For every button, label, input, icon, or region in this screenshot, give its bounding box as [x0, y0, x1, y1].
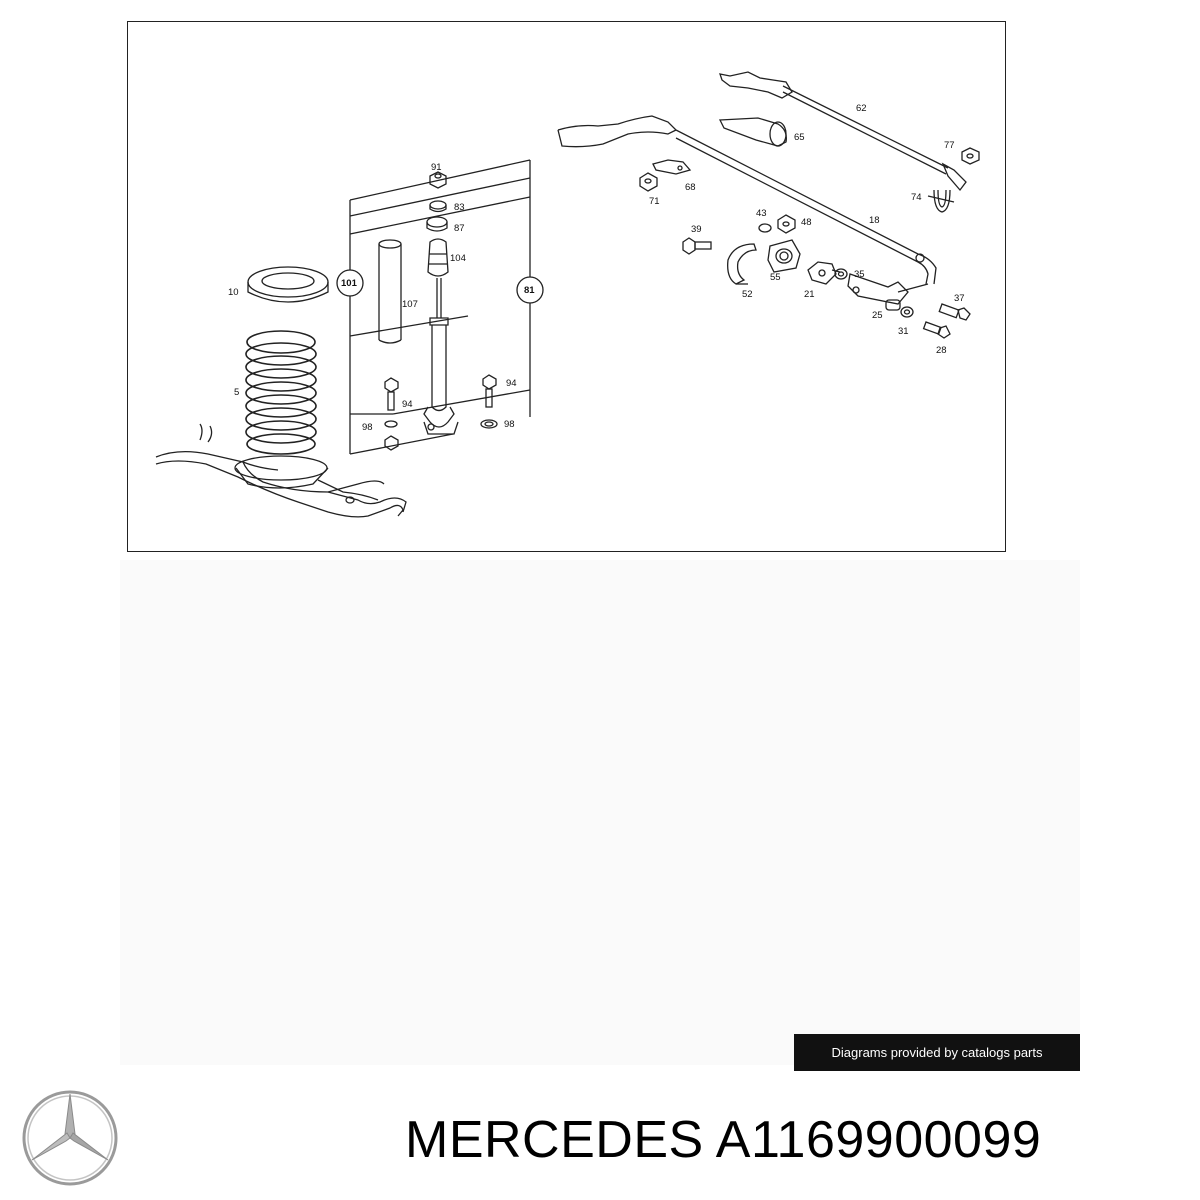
bolt-39 [682, 237, 712, 255]
lower-control-arm [155, 423, 407, 518]
label-28: 28 [936, 345, 947, 356]
nut-35 [834, 268, 848, 280]
credit-badge: Diagrams provided by catalogs parts [794, 1034, 1080, 1071]
label-35: 35 [854, 269, 865, 280]
clip-68 [652, 159, 692, 175]
suspension-diagram-svg: 10 5 91 83 87 104 107 94 94 98 98 62 65 … [155, 71, 980, 518]
nut-77 [961, 147, 980, 165]
nut-71 [639, 172, 658, 192]
bushing-65 [718, 117, 787, 147]
upper-mount-parts [426, 171, 449, 277]
washer-31 [900, 306, 914, 318]
label-48: 48 [801, 217, 812, 228]
bolts-washers [384, 374, 498, 451]
parts-diagram: 10 5 91 83 87 104 107 94 94 98 98 62 65 … [127, 21, 1006, 552]
label-101: 101 [341, 278, 358, 289]
nut-48 [777, 214, 796, 234]
label-65: 65 [794, 132, 805, 143]
shock-absorber [423, 278, 459, 435]
label-31: 31 [898, 326, 909, 337]
label-77: 77 [944, 140, 955, 151]
bushing-25 [885, 299, 901, 311]
coil-spring [245, 330, 317, 455]
label-10: 10 [228, 287, 239, 298]
label-83: 83 [454, 202, 465, 213]
label-98b: 98 [504, 419, 515, 430]
label-43: 43 [756, 208, 767, 219]
label-94a: 94 [402, 399, 413, 410]
spring-seat-ring [247, 266, 329, 303]
label-104: 104 [450, 253, 466, 264]
label-55: 55 [770, 272, 781, 283]
stabilizer-bar [557, 115, 937, 305]
link-arm [719, 71, 967, 192]
label-68: 68 [685, 182, 696, 193]
part-number-title: MERCEDES A1169900099 [405, 1111, 1042, 1169]
shock-group-frame [349, 159, 531, 455]
label-74: 74 [911, 192, 922, 203]
label-25: 25 [872, 310, 883, 321]
label-37: 37 [954, 293, 965, 304]
label-21: 21 [804, 289, 815, 300]
bolt-37 [938, 303, 971, 321]
part-labels: 10 5 91 83 87 104 107 94 94 98 98 62 65 … [228, 103, 965, 433]
label-81: 81 [524, 285, 535, 296]
label-91: 91 [431, 162, 442, 173]
three-pointed-star-icon [22, 1090, 118, 1186]
clamp-52 [727, 243, 757, 285]
label-71: 71 [649, 196, 660, 207]
image-background-area [120, 560, 1080, 1065]
label-18: 18 [869, 215, 880, 226]
u-bracket-74 [927, 189, 955, 213]
bolt-28 [922, 321, 951, 339]
label-94b: 94 [506, 378, 517, 389]
label-39: 39 [691, 224, 702, 235]
label-62: 62 [856, 103, 867, 114]
label-5: 5 [234, 387, 239, 398]
label-107: 107 [402, 299, 418, 310]
label-52: 52 [742, 289, 753, 300]
callout-circles [336, 269, 544, 304]
rubber-bushing-55 [767, 239, 801, 273]
label-87: 87 [454, 223, 465, 234]
dust-boot [378, 239, 402, 344]
nut-43 [758, 223, 772, 233]
label-98a: 98 [362, 422, 373, 433]
